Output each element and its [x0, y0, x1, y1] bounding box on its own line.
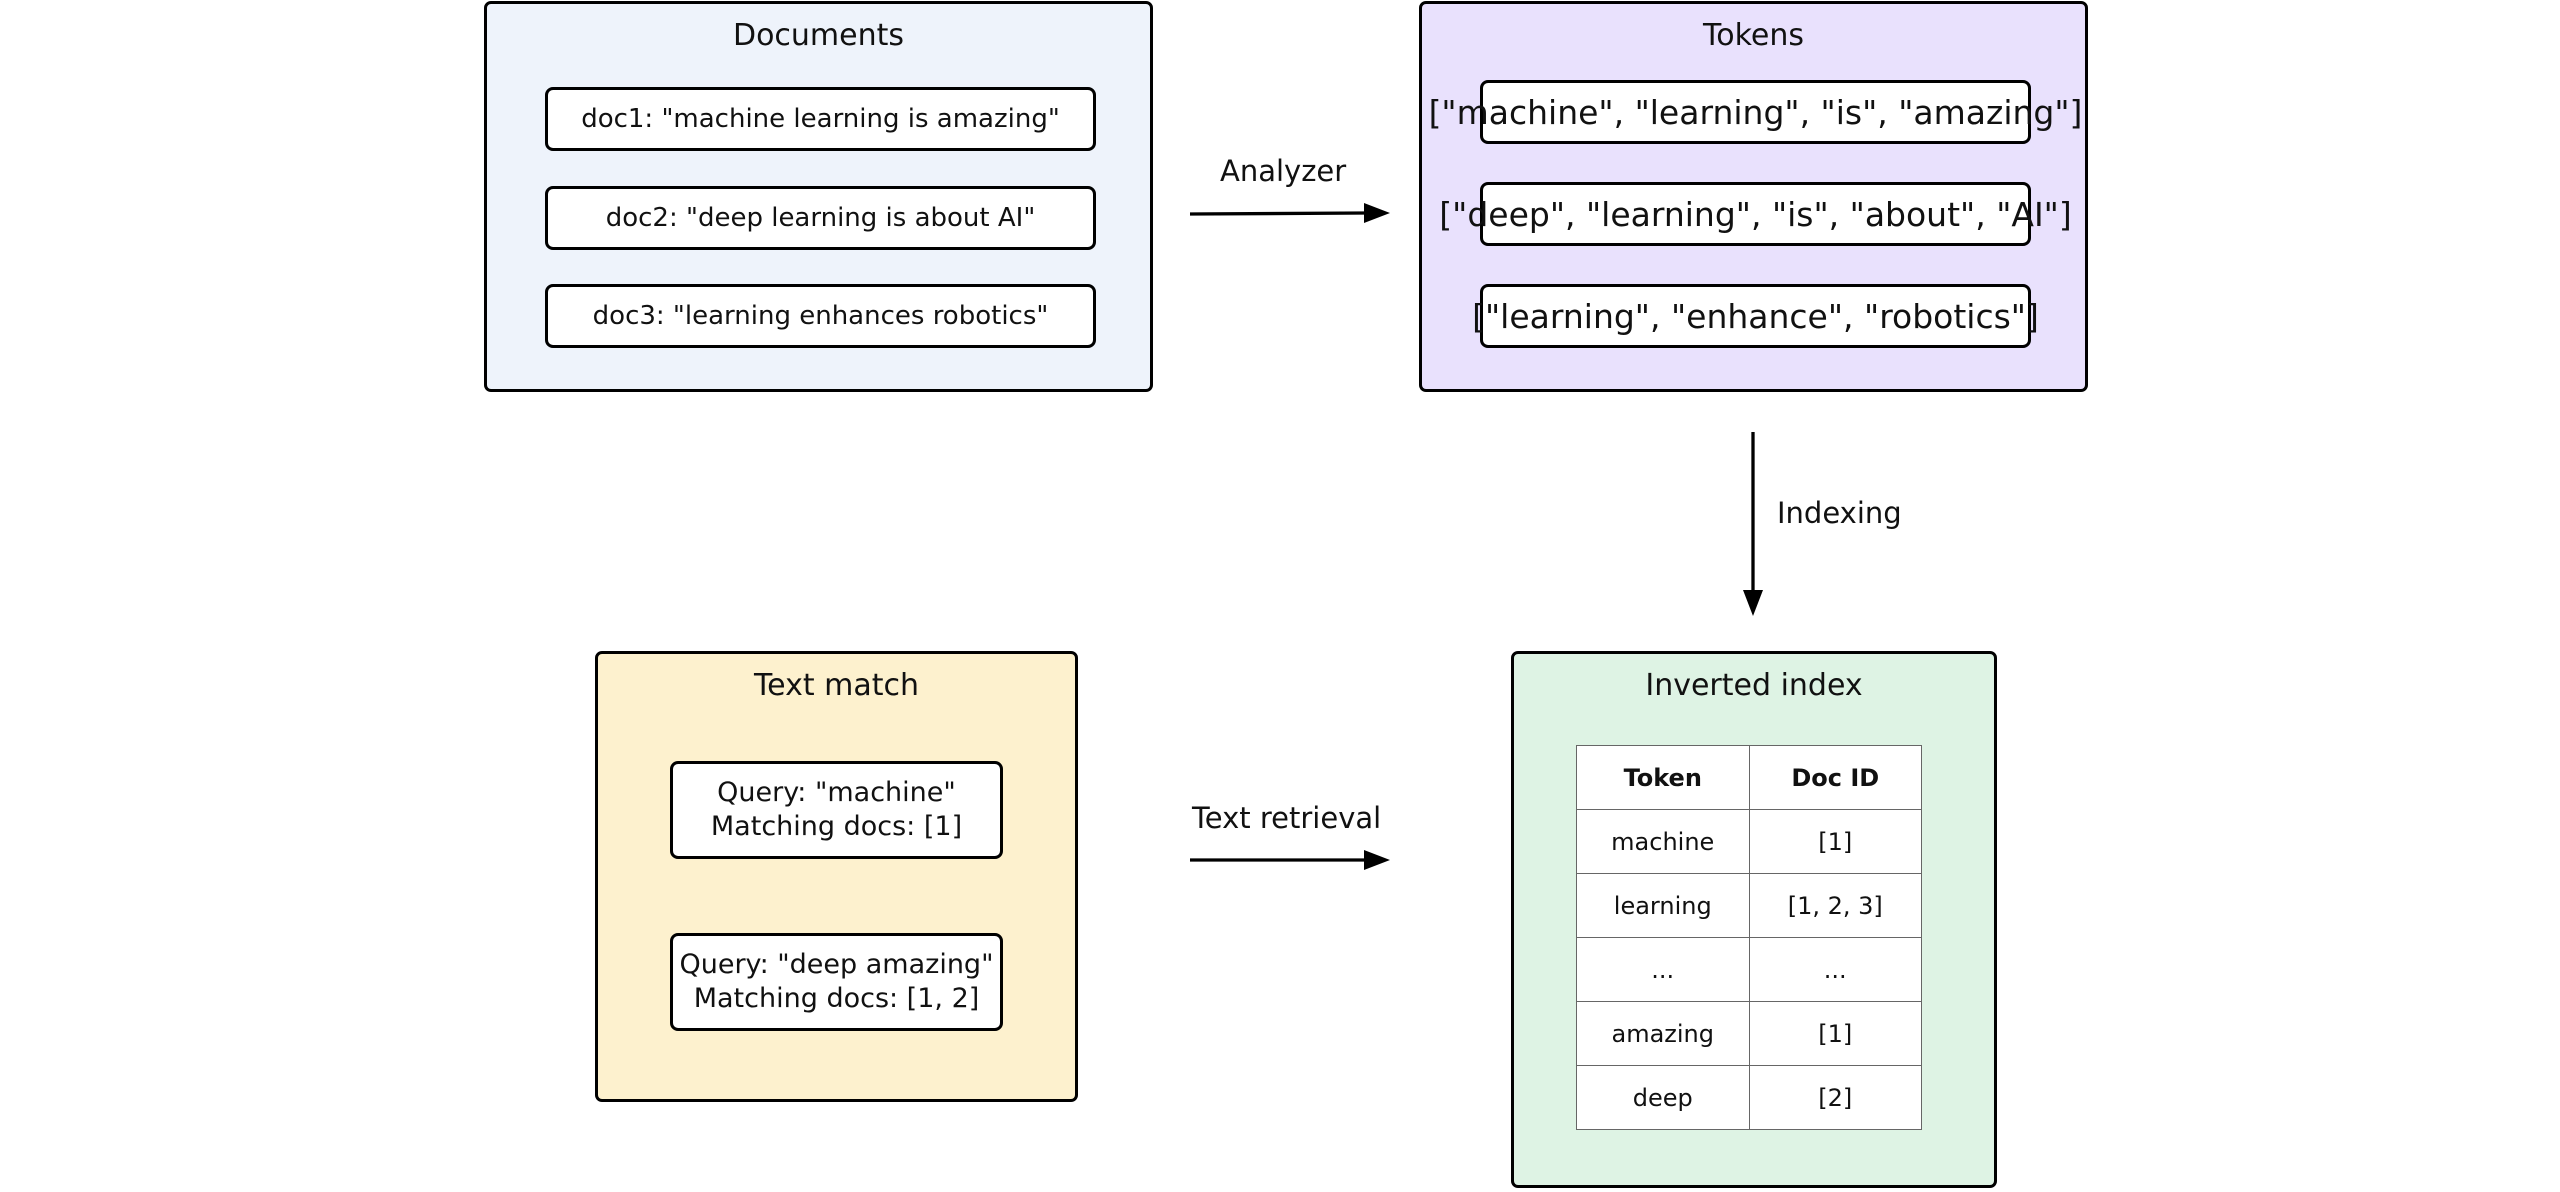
matching-docs-text: Matching docs: [1]: [710, 811, 963, 842]
text-retrieval-label: Text retrieval: [1192, 801, 1382, 835]
token-list: ["machine", "learning", "is", "amazing"]: [1429, 80, 2082, 144]
token-list: ["deep", "learning", "is", "about", "AI"…: [1439, 182, 2072, 246]
inverted-index-table: Token Doc ID machine [1] learning [1, 2,…: [1576, 745, 1922, 1130]
table-header-row: Token Doc ID: [1576, 745, 1922, 810]
indexing-label: Indexing: [1777, 496, 1902, 530]
document-item: doc1: "machine learning is amazing": [545, 87, 1096, 151]
indexing-arrow: [1743, 432, 1763, 616]
query-text: Query: "deep amazing": [679, 949, 994, 980]
text-retrieval-arrow: [1190, 850, 1390, 870]
inverted-index-title: Inverted index: [1645, 668, 1863, 703]
query-text: Query: "machine": [717, 777, 956, 808]
table-row: learning [1, 2, 3]: [1576, 873, 1922, 938]
table-row: machine [1]: [1576, 809, 1922, 874]
documents-title: Documents: [732, 18, 905, 53]
doc-id-cell: [1]: [1748, 1001, 1922, 1066]
table-row: amazing [1]: [1576, 1001, 1922, 1066]
tokens-title: Tokens: [1703, 18, 1804, 53]
table-row: deep [2]: [1576, 1065, 1922, 1130]
tokens-panel: Tokens ["machine", "learning", "is", "am…: [1419, 1, 2088, 392]
document-item: doc3: "learning enhances robotics": [545, 284, 1096, 348]
doc-id-cell: [1, 2, 3]: [1748, 873, 1922, 938]
token-cell: amazing: [1576, 1001, 1750, 1066]
token-cell: machine: [1576, 809, 1750, 874]
text-match-panel: Text match Query: "machine" Matching doc…: [595, 651, 1078, 1102]
token-cell: learning: [1576, 873, 1750, 938]
column-header-token: Token: [1576, 745, 1750, 810]
query-result-box: Query: "machine" Matching docs: [1]: [670, 761, 1003, 859]
matching-docs-text: Matching docs: [1, 2]: [693, 983, 980, 1014]
text-match-title: Text match: [753, 668, 920, 703]
documents-panel: Documents doc1: "machine learning is ama…: [484, 1, 1153, 392]
token-list: ["learning", "enhance", "robotics"]: [1472, 284, 2039, 348]
doc-id-cell: [2]: [1748, 1065, 1922, 1130]
token-cell: deep: [1576, 1065, 1750, 1130]
column-header-doc-id: Doc ID: [1748, 745, 1922, 810]
query-result-box: Query: "deep amazing" Matching docs: [1,…: [670, 933, 1003, 1031]
document-item: doc2: "deep learning is about AI": [545, 186, 1096, 250]
analyzer-arrow: [1189, 203, 1390, 223]
doc-id-cell: [1]: [1748, 809, 1922, 874]
analyzer-label: Analyzer: [1220, 154, 1347, 188]
